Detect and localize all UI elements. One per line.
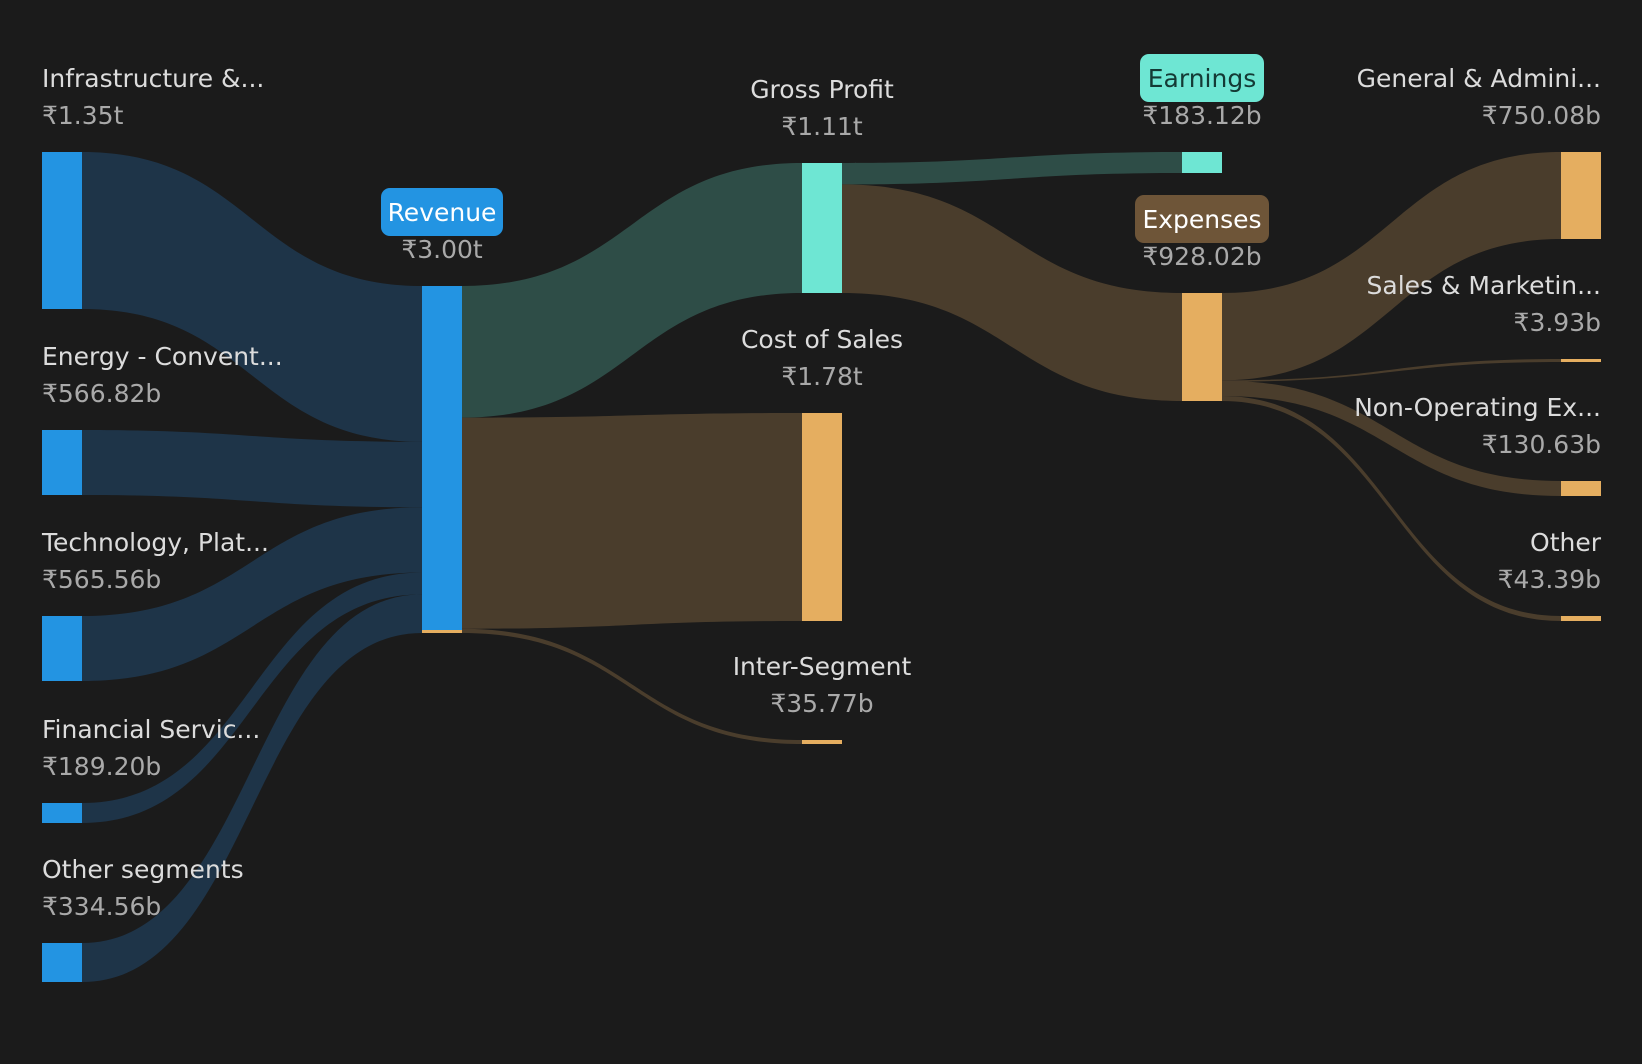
flows	[82, 152, 1561, 982]
flow-expenses-to-sm	[1222, 359, 1561, 382]
node-label-inter: Inter-Segment	[733, 652, 912, 681]
node-label-energy: Energy - Convent...	[42, 342, 283, 371]
flow-gross-to-expenses	[842, 184, 1182, 401]
badge-expenses	[1135, 195, 1269, 243]
node-bar-tech[interactable]	[42, 616, 82, 681]
node-bar-infra[interactable]	[42, 152, 82, 309]
badge-earnings	[1140, 54, 1264, 102]
node-value-revenue: ₹3.00t	[401, 235, 483, 264]
flow-gross-to-earnings	[842, 152, 1182, 185]
node-value-gross: ₹1.11t	[781, 112, 863, 141]
node-label-earnings: Earnings	[1148, 64, 1256, 93]
node-bar-revenue-inter-segment	[422, 630, 462, 633]
node-label-cos: Cost of Sales	[741, 325, 903, 354]
node-bar-sm[interactable]	[1561, 359, 1601, 362]
node-value-expenses: ₹928.02b	[1142, 242, 1261, 271]
node-value-tech: ₹565.56b	[42, 565, 161, 594]
flow-other_seg-to-revenue	[82, 594, 422, 982]
node-bar-other_exp[interactable]	[1561, 616, 1601, 621]
node-value-other_exp: ₹43.39b	[1498, 565, 1601, 594]
node-value-nonop: ₹130.63b	[1482, 430, 1601, 459]
node-label-infra: Infrastructure &...	[42, 64, 264, 93]
node-value-earnings: ₹183.12b	[1142, 101, 1261, 130]
flow-revenue-to-gross	[462, 163, 802, 418]
flow-revenue-to-inter	[462, 628, 802, 744]
flow-expenses-to-ga	[1222, 152, 1561, 381]
node-bar-earnings[interactable]	[1182, 152, 1222, 173]
node-value-inter: ₹35.77b	[770, 689, 873, 718]
node-bar-revenue[interactable]	[422, 286, 462, 633]
node-value-other_seg: ₹334.56b	[42, 892, 161, 921]
flow-expenses-to-nonop	[1222, 380, 1561, 496]
node-bar-inter[interactable]	[802, 740, 842, 744]
node-value-infra: ₹1.35t	[42, 101, 124, 130]
node-label-nonop: Non-Operating Ex...	[1354, 393, 1601, 422]
node-bar-fin[interactable]	[42, 803, 82, 823]
flow-tech-to-revenue	[82, 507, 422, 681]
node-label-fin: Financial Servic...	[42, 715, 260, 744]
node-bar-energy[interactable]	[42, 430, 82, 495]
flow-infra-to-revenue	[82, 152, 422, 442]
node-bar-ga[interactable]	[1561, 152, 1601, 239]
flow-energy-to-revenue	[82, 430, 422, 508]
node-label-sm: Sales & Marketin...	[1367, 271, 1602, 300]
node-value-cos: ₹1.78t	[781, 362, 863, 391]
node-label-revenue: Revenue	[388, 198, 497, 227]
node-value-ga: ₹750.08b	[1482, 101, 1601, 130]
flow-fin-to-revenue	[82, 572, 422, 823]
node-bar-expenses[interactable]	[1182, 293, 1222, 401]
node-label-other_seg: Other segments	[42, 855, 244, 884]
node-label-expenses: Expenses	[1142, 205, 1261, 234]
node-label-other_exp: Other	[1530, 528, 1602, 557]
node-bar-other_seg[interactable]	[42, 943, 82, 982]
node-bar-nonop[interactable]	[1561, 481, 1601, 496]
node-value-fin: ₹189.20b	[42, 752, 161, 781]
node-value-energy: ₹566.82b	[42, 379, 161, 408]
node-label-tech: Technology, Plat...	[41, 528, 269, 557]
flow-expenses-to-other_exp	[1222, 395, 1561, 621]
node-label-ga: General & Admini...	[1357, 64, 1601, 93]
flow-revenue-to-cos	[462, 413, 802, 629]
node-label-gross: Gross Profit	[750, 75, 894, 104]
node-bar-gross[interactable]	[802, 163, 842, 293]
node-value-sm: ₹3.93b	[1514, 308, 1601, 337]
badge-revenue	[381, 188, 503, 236]
node-bar-cos[interactable]	[802, 413, 842, 621]
